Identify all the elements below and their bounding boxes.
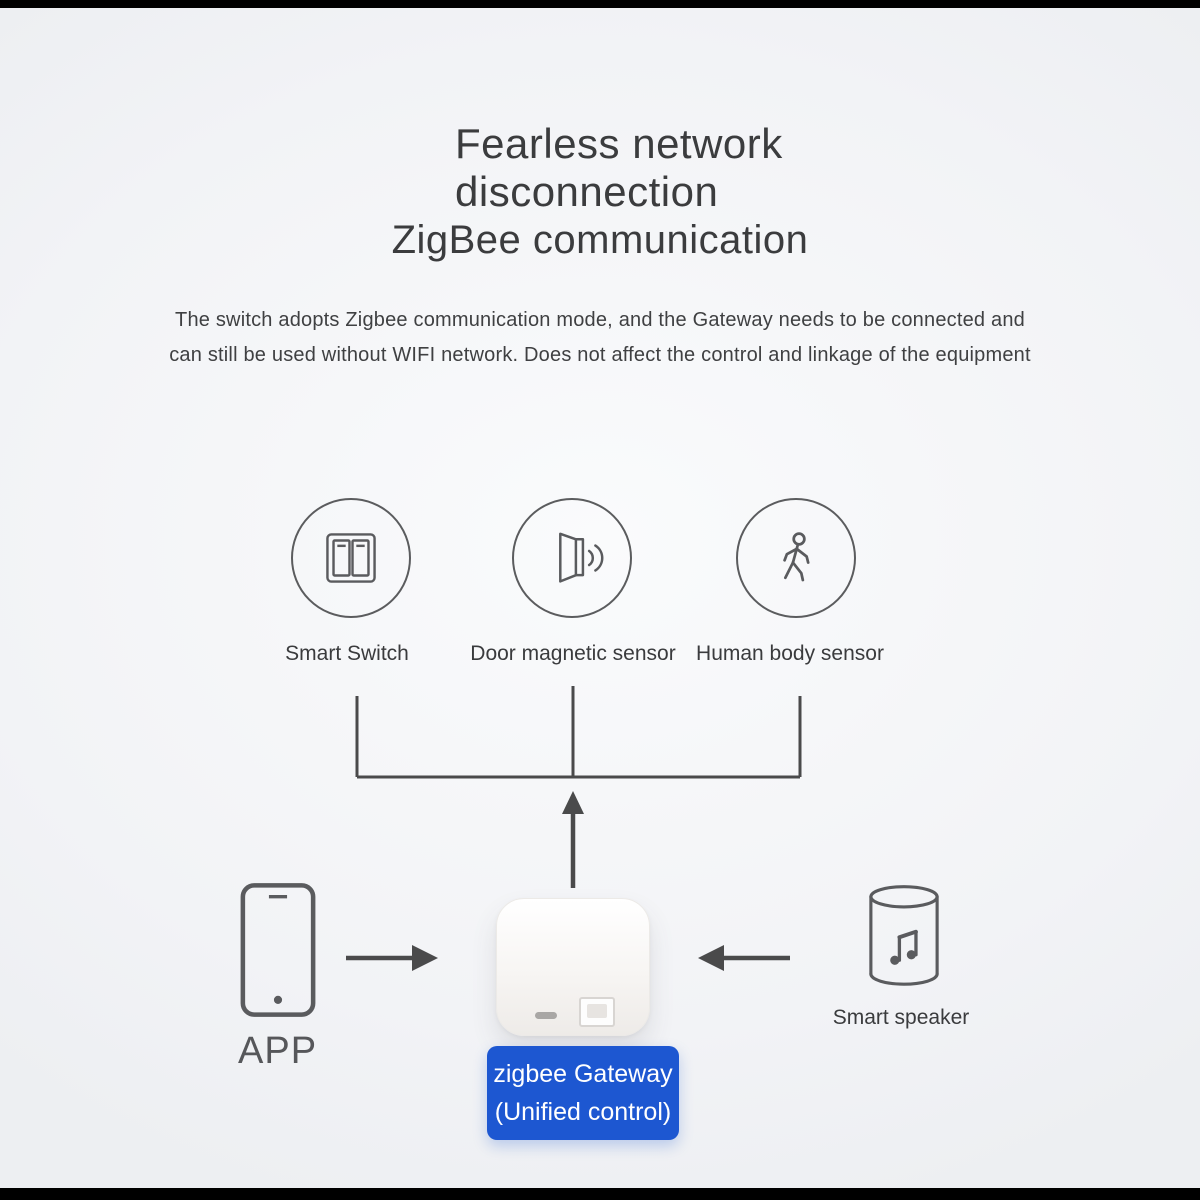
gateway-usb-port [535,1012,557,1019]
phone-wrap [236,882,320,1023]
top-letterbox-bar [0,0,1200,8]
arrow-left-icon [698,945,790,971]
smart-switch-circle [291,498,411,618]
arrow-up-icon [562,791,584,888]
speaker-wrap [858,876,950,1009]
page-subtitle: ZigBee communication [391,218,809,262]
description-paragraph: The switch adopts Zigbee communication m… [0,303,1200,373]
gateway-badge-line-2: (Unified control) [494,1097,672,1126]
smart-switch-label: Smart Switch [285,642,409,665]
phone-icon [240,883,316,1017]
door-sensor-circle [512,498,632,618]
speaker-label: Smart speaker [832,1006,970,1029]
description-line-2: can still be used without WIFI network. … [169,344,1031,366]
body-sensor-label: Human body sensor [696,642,884,665]
human-body-sensor-icon [783,532,810,582]
description-line-1: The switch adopts Zigbee communication m… [175,309,1025,331]
gateway-badge: zigbee Gateway (Unified control) [487,1046,679,1140]
gateway-ethernet-port [579,997,615,1027]
door-magnetic-sensor-icon [559,532,604,583]
door-sensor-label: Door magnetic sensor [470,642,676,665]
app-label: APP [238,1030,318,1072]
title-line-2: disconnection [455,168,719,215]
human-body-sensor-circle [736,498,856,618]
bottom-letterbox-bar [0,1188,1200,1200]
smart-switch-icon [326,533,376,583]
arrow-right-icon [346,945,438,971]
page-title: Fearless network disconnection [455,120,783,216]
title-line-1: Fearless network [455,120,783,167]
gateway-badge-line-1: zigbee Gateway [493,1059,673,1088]
gateway-device [496,898,650,1036]
smart-speaker-icon [869,885,939,986]
